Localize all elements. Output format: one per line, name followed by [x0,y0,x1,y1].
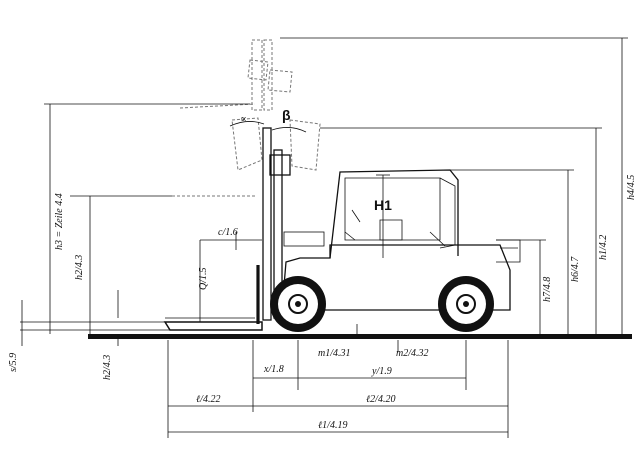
h1-arrow [376,174,390,258]
raised-mast-ghost [172,39,321,197]
label-m2: m2/4.32 [396,348,429,359]
label-h1: h1/4.2 [598,235,609,260]
label-h6: h6/4.7 [570,256,581,282]
label-m1: m1/4.31 [318,348,351,359]
label-alpha: ∝ [240,114,247,125]
label-l1: ℓ1/4.19 [318,420,347,431]
label-h3: h3 = Zeile 4.4 [54,193,65,250]
label-l2: ℓ2/4.20 [366,394,395,405]
label-c: c/1.6 [218,227,238,238]
label-y: y/1.9 [371,366,392,377]
front-wheel [270,276,326,332]
label-h2-top: h2/4.3 [74,255,85,280]
label-l-fork: ℓ/4.22 [196,394,220,405]
bottom-dimension-lines [167,324,509,438]
label-h4: h4/4.5 [626,175,637,200]
left-dimension-lines [20,104,262,346]
rear-wheel [438,276,494,332]
label-beta: β [282,107,291,123]
label-q: Q/1.5 [198,268,209,291]
height-reference-lines [44,37,628,241]
tilt-angle-marks [229,121,307,133]
label-x: x/1.8 [263,364,284,375]
label-h7: h7/4.8 [542,277,553,302]
right-dimension-lines [539,38,623,334]
forks [163,317,263,331]
ground-line [88,334,632,339]
label-h2-bottom: h2/4.3 [102,355,113,380]
label-h1-cap: H1 [374,197,392,213]
label-s: s/5.9 [8,353,19,372]
